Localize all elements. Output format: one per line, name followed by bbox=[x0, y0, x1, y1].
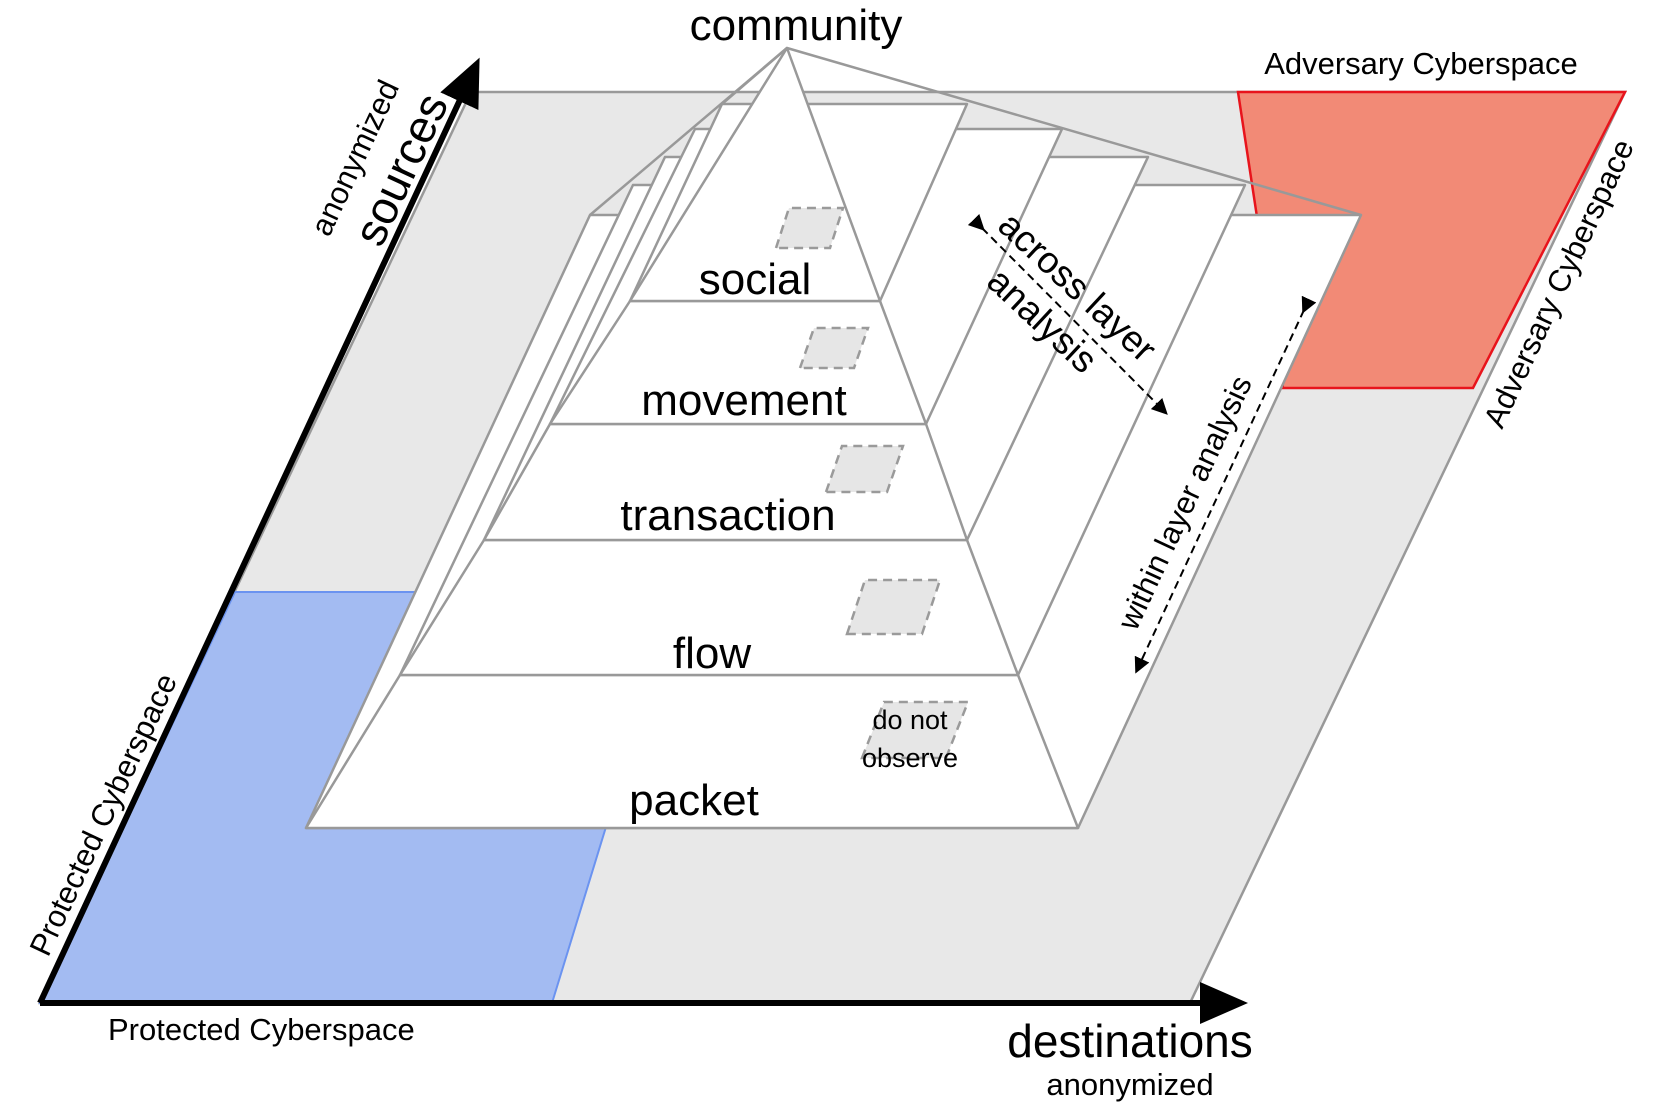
do-not-observe-line2: observe bbox=[862, 743, 958, 773]
layer-label-movement: movement bbox=[641, 376, 846, 425]
destinations-axis-label: destinations bbox=[1007, 1015, 1253, 1067]
marker-flow bbox=[845, 578, 942, 636]
layer-label-packet: packet bbox=[629, 776, 759, 825]
adversary-label-top: Adversary Cyberspace bbox=[1264, 46, 1578, 81]
protected-label-bottom: Protected Cyberspace bbox=[108, 1012, 415, 1047]
do-not-observe-line1: do not bbox=[872, 705, 948, 735]
marker-packet bbox=[860, 700, 970, 760]
across-layer-arrow bbox=[967, 213, 1168, 415]
marker-transaction bbox=[824, 444, 905, 494]
marker-movement bbox=[798, 326, 870, 370]
within-layer-arrow bbox=[1134, 295, 1317, 674]
layer-label-flow: flow bbox=[673, 629, 751, 678]
marker-social bbox=[774, 206, 845, 250]
sources-axis bbox=[37, 57, 480, 1005]
community-label: community bbox=[690, 1, 903, 50]
layer-label-social: social bbox=[699, 255, 812, 304]
apex-rays bbox=[589, 46, 1362, 217]
observation-markers bbox=[774, 206, 970, 760]
apex-ray-right bbox=[786, 46, 1362, 217]
layer-label-transaction: transaction bbox=[620, 491, 835, 540]
destinations-qualifier: anonymized bbox=[1046, 1067, 1213, 1102]
apex-ray-mid bbox=[721, 47, 788, 105]
